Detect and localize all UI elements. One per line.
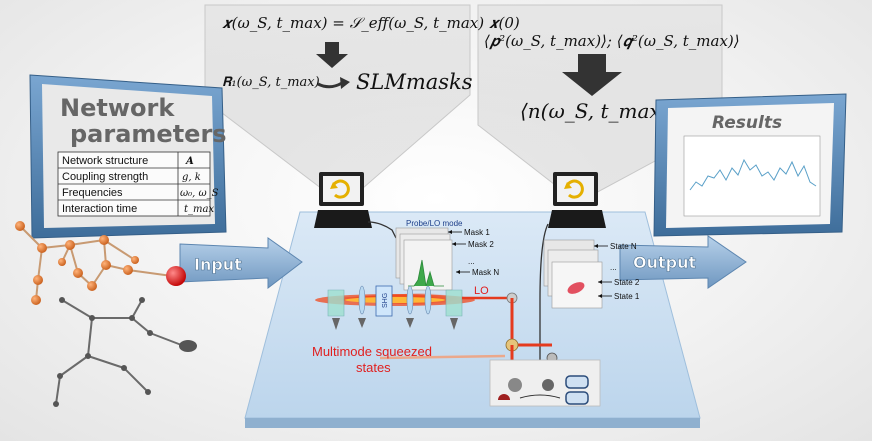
down-arrow-right [562, 54, 622, 96]
param-row-symbol: g, k [182, 172, 201, 183]
input-arrow-label: Input [194, 255, 242, 274]
param-row-label: Interaction time [62, 203, 137, 215]
param-row-label: Frequencies [62, 187, 123, 199]
results-mini-plot [683, 135, 821, 217]
results-title: Results [712, 113, 782, 133]
refresh-icon [331, 179, 350, 199]
shg-label: SHG [382, 293, 389, 308]
param-row-symbol: A [185, 156, 194, 167]
squeezed-states-label-line1: Multimode squeezed [312, 344, 432, 359]
curved-arrow-left [317, 77, 350, 89]
mask-label-ellipsis: ... [468, 257, 475, 266]
optical-bench: SHG LO [315, 285, 601, 407]
left-funnel [204, 4, 471, 196]
state-labels: State N ... State 2 State 1 [594, 242, 640, 301]
slm-masks-stack: Probe/LO mode [395, 219, 463, 291]
mask-label: Mask N [472, 268, 499, 277]
results-panel: Results [653, 93, 847, 237]
mask-label: Mask 1 [464, 228, 490, 237]
squeezed-states-annotation: Multimode squeezed states [312, 344, 506, 375]
refresh-icon [565, 179, 584, 199]
param-row-symbol: ω₀, ω_S [180, 188, 219, 199]
parameters-table: Network structure A Coupling strength g,… [57, 151, 219, 217]
network-graph [15, 221, 197, 407]
output-arrow: Output [619, 235, 747, 289]
output-states-stack [543, 239, 603, 309]
state-label: State N [610, 242, 637, 251]
input-arrow: Input [179, 237, 303, 290]
equation-slm-masks: SLMmasks [356, 70, 473, 94]
computer-left [314, 172, 372, 228]
mask-label: Mask 2 [468, 240, 494, 249]
computer-right [548, 172, 606, 228]
probe-lo-mode-label: Probe/LO mode [406, 219, 463, 228]
equation-rotation: 𝐑₁(ω_S, t_max) [222, 75, 320, 90]
panel-title-parameters: parameters [70, 120, 227, 148]
down-arrow-left [316, 42, 348, 68]
panel-title-network: Network [60, 94, 175, 122]
equation-quadratures: ⟨𝒑²(ω_S, t_max)⟩; ⟨𝒒²(ω_S, t_max)⟩ [484, 32, 740, 50]
equation-photon-number: ⟨n(ω_S, t_max)⟩ [520, 99, 676, 123]
param-row-label: Coupling strength [62, 171, 148, 183]
network-parameters-panel: Network parameters Network structure A C… [29, 74, 227, 239]
squeezed-states-label-line2: states [356, 360, 391, 375]
red-node [166, 266, 186, 286]
mask-labels: Mask 1 Mask 2 ... Mask N [448, 228, 499, 277]
lo-label: LO [474, 285, 489, 297]
param-row-symbol: t_max [184, 204, 214, 215]
output-arrow-label: Output [633, 253, 696, 272]
state-label: State 1 [614, 292, 640, 301]
equation-state-evolution: 𝒙(ω_S, t_max) = 𝒮_eff(ω_S, t_max) 𝒙(0) [222, 14, 520, 32]
param-row-label: Network structure [62, 155, 148, 167]
state-label-ellipsis: ... [610, 263, 617, 272]
state-label: State 2 [614, 278, 640, 287]
shg-crystal [375, 285, 393, 317]
